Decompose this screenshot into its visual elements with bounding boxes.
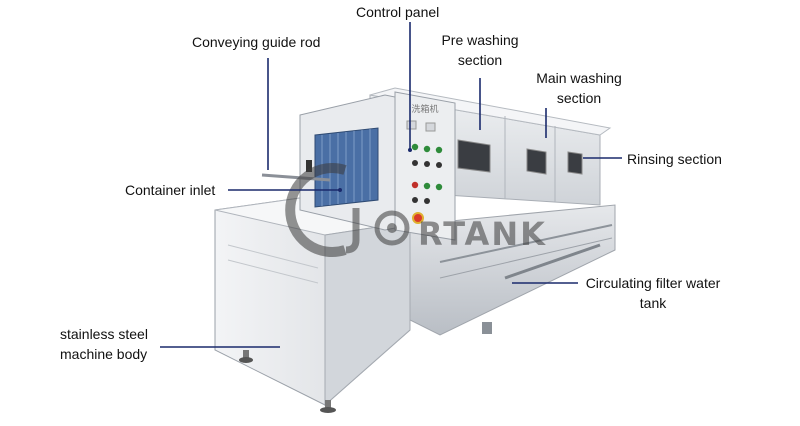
label-rinsing: Rinsing section — [627, 149, 722, 169]
label-circulating-tank: Circulating filter water tank — [578, 273, 728, 313]
label-container-inlet: Container inlet — [125, 180, 215, 200]
label-conveying-guide-rod: Conveying guide rod — [192, 32, 320, 52]
label-main-washing-line1: Main washing — [522, 68, 636, 88]
label-machine-body: stainless steel machine body — [60, 324, 148, 364]
label-pre-washing-line1: Pre washing — [430, 30, 530, 50]
container-inlet-pointer — [338, 188, 342, 192]
label-pre-washing-line2: section — [430, 50, 530, 70]
label-circulating-tank-line2: tank — [578, 293, 728, 313]
label-main-washing-line2: section — [522, 88, 636, 108]
svg-text:RTANK: RTANK — [418, 215, 547, 253]
label-pre-washing: Pre washing section — [430, 30, 530, 70]
panel-text: 洗箱机 — [411, 103, 438, 115]
label-machine-body-line1: stainless steel — [60, 324, 148, 344]
label-main-washing: Main washing section — [522, 68, 636, 108]
label-control-panel: Control panel — [356, 2, 439, 22]
label-circulating-tank-line1: Circulating filter water — [578, 273, 728, 293]
label-machine-body-line2: machine body — [60, 344, 148, 364]
control-panel-pointer — [408, 148, 412, 152]
